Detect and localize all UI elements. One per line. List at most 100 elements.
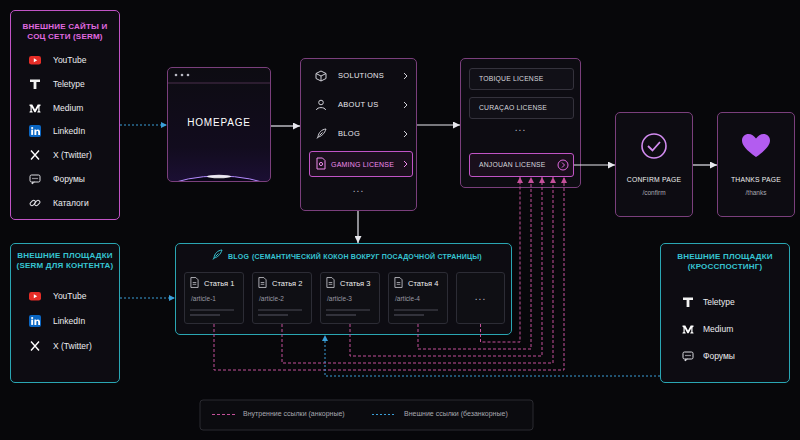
node-text: Teletype <box>703 296 787 308</box>
user-icon <box>319 100 324 105</box>
window-dot <box>175 74 178 77</box>
node-text: /article-3 <box>327 294 379 303</box>
source-panel: ВНЕШНИЕ САЙТЫ И СОЦ СЕТИ (SERM)YouTubeTe… <box>10 10 120 220</box>
article-card: Статья 3/article-3 <box>320 272 380 324</box>
text-line <box>394 314 424 315</box>
link-connector <box>120 298 175 299</box>
node-title: HOMEPAGE <box>168 116 270 130</box>
article-decor <box>190 278 438 315</box>
node-text: ... <box>301 183 416 195</box>
node-text: Teletype <box>53 78 117 90</box>
link-connector <box>282 177 553 363</box>
user-icon <box>317 108 326 110</box>
planet-glow <box>168 158 270 181</box>
menu-panel: SOLUTIONSABOUT USBLOG...GAMING LICENSE <box>300 58 417 211</box>
medium-icon <box>683 326 694 334</box>
forum-icon <box>683 352 693 361</box>
cube-icon <box>316 71 326 81</box>
node-title: Статья 2 <box>272 279 310 289</box>
node-title: ... <box>461 122 580 134</box>
node-title: Статья 3 <box>340 279 378 289</box>
legend-frame <box>200 400 533 430</box>
article-card: Статья 1/article-1 <box>184 272 244 324</box>
node-text: /confirm <box>616 188 692 198</box>
node-text: /article-4 <box>395 294 447 303</box>
chevron <box>404 73 407 79</box>
license-item: CURAÇAO LICENSE <box>469 97 574 119</box>
text-line <box>190 314 220 315</box>
node-title: TOBIQUE LICENSE <box>479 74 569 84</box>
node-text: /article-1 <box>191 294 243 303</box>
node-title: ВНЕШНИЕ САЙТЫ И СОЦ СЕТИ (SERM) <box>15 22 115 42</box>
check-icon <box>648 142 660 151</box>
node-title: THANKS PAGE <box>718 175 794 185</box>
page-box: CONFIRM PAGE/confirm <box>615 112 693 217</box>
chevron <box>404 131 407 137</box>
planet-glow <box>168 158 270 181</box>
text-line <box>258 314 288 315</box>
youtube-icon <box>29 56 41 65</box>
chevron <box>404 102 407 108</box>
node-text: X (Twitter) <box>53 149 117 161</box>
node-text: Medium <box>53 102 117 114</box>
link-connector <box>481 177 521 342</box>
node-title: ВНЕШНИЕ ПЛОЩАДКИ (КРОССПОСТИНГ) <box>665 252 785 272</box>
text-line <box>258 309 302 310</box>
text-line <box>326 309 370 310</box>
link-connector <box>418 177 531 349</box>
text-line <box>326 314 356 315</box>
license-panel: ...TOBIQUE LICENSECURAÇAO LICENSEANJOUAN… <box>460 58 581 188</box>
license-item: TOBIQUE LICENSE <box>469 68 574 90</box>
teletype-icon <box>683 298 693 308</box>
node-text: ABOUT US <box>338 100 408 110</box>
node-title: CURAÇAO LICENSE <box>479 103 569 113</box>
node-text: Каталоги <box>53 197 117 209</box>
chevron <box>404 161 407 167</box>
window-bar <box>168 83 270 84</box>
flow-arrow <box>574 164 615 165</box>
article-card: ... <box>456 272 505 324</box>
link-connector <box>350 177 542 356</box>
flow-arrow <box>271 125 300 126</box>
node-title: Статья 1 <box>204 279 242 289</box>
node-text: /article-2 <box>259 294 311 303</box>
source-icons <box>29 56 694 361</box>
menu-icons <box>316 71 407 169</box>
homepage-illustration <box>139 74 299 252</box>
legend-sample-line <box>372 414 396 415</box>
pen-icon <box>213 250 222 260</box>
node-text: YouTube <box>53 290 117 302</box>
node-text: /thanks <box>718 188 794 198</box>
medium-icon <box>30 105 41 113</box>
youtube-icon <box>29 292 41 301</box>
flow-arrow <box>357 211 358 243</box>
blog-panel: BLOG(СЕМАНТИЧЕСКИЙ КОКОН ВОКРУГ ПОСАДОЧН… <box>175 243 512 335</box>
node-text: X (Twitter) <box>53 340 117 352</box>
node-text: LinkedIn <box>53 125 117 137</box>
text-line <box>190 309 234 310</box>
flow-arrow <box>417 124 460 125</box>
go-icon <box>562 163 565 168</box>
node-text: BLOG <box>338 129 408 139</box>
check-icon <box>642 134 666 158</box>
link-connector <box>214 177 564 370</box>
teletype-icon <box>30 80 40 90</box>
node-text: Форумы <box>703 350 787 362</box>
forum-icon <box>30 175 40 184</box>
node-text: Форумы <box>53 173 117 185</box>
node-title: ВНЕШНИЕ ПЛОЩАДКИ (SERM ДЛЯ КОНТЕНТА) <box>14 251 116 271</box>
node-text: Medium <box>703 323 787 335</box>
node-title: Статья 4 <box>408 279 446 289</box>
document-icon <box>191 278 198 288</box>
license-doc-icon <box>319 162 322 165</box>
license-doc-icon <box>317 158 325 169</box>
node-title: ... <box>457 291 504 303</box>
source-panel: ВНЕШНИЕ ПЛОЩАДКИ (SERM ДЛЯ КОНТЕНТА) YouT… <box>10 243 120 383</box>
window-dot <box>187 74 190 77</box>
heart-icon <box>742 134 770 157</box>
legend-text: Внутренние ссылки (анкорные) <box>243 409 345 419</box>
article-card: Статья 4/article-4 <box>388 272 448 324</box>
